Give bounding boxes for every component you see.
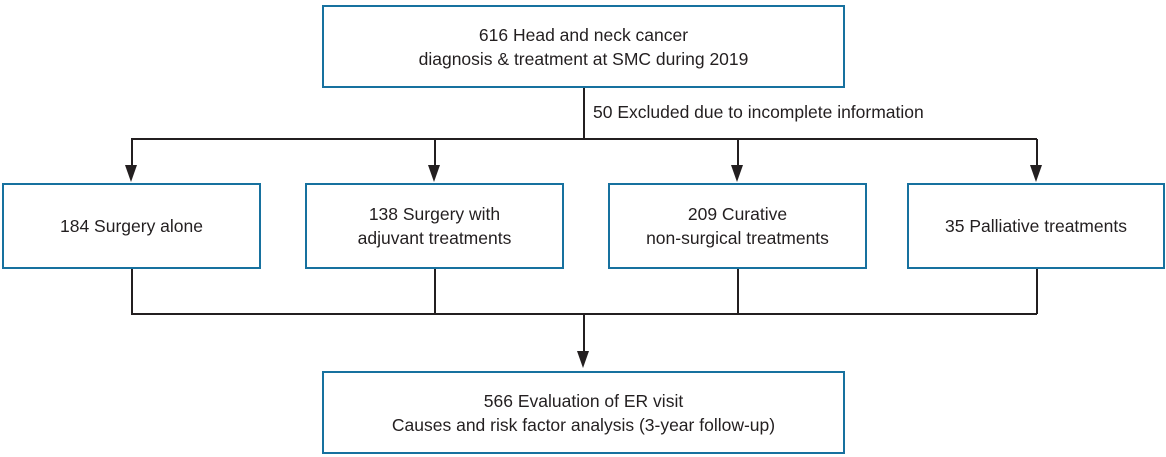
node-source-line2: diagnosis & treatment at SMC during 2019 <box>418 48 749 69</box>
branch2-line1: 138 Surgery with <box>368 204 501 224</box>
arrow-down-icon <box>1030 165 1042 182</box>
connector-distribution-line <box>131 138 1037 140</box>
connector-outcome-down <box>583 314 585 352</box>
connector-branch2-down <box>434 269 436 314</box>
connector-branch1-down <box>131 269 133 314</box>
node-outcome-line2: Causes and risk factor analysis (3-year … <box>391 414 776 435</box>
branch3-line1: 209 Curative <box>687 204 788 224</box>
node-source-line1: 616 Head and neck cancer <box>478 24 689 45</box>
connector-branch2-stub <box>434 139 436 166</box>
node-branch-surgery-alone: 184 Surgery alone <box>2 183 261 269</box>
node-outcome: 566 Evaluation of ER visit Causes and ri… <box>322 371 845 454</box>
connector-branch4-stub <box>1036 139 1038 166</box>
arrow-down-icon <box>731 165 743 182</box>
connector-branch1-stub <box>131 139 133 166</box>
node-branch-surgery-adjuvant: 138 Surgery with adjuvant treatments <box>305 183 564 269</box>
node-branch-curative-nonsurgical: 209 Curative non-surgical treatments <box>608 183 867 269</box>
branch3-line2: non-surgical treatments <box>646 228 829 248</box>
connector-merge-line <box>131 313 1037 315</box>
branch4-line1: 35 Palliative treatments <box>945 216 1127 236</box>
connector-branch3-down <box>737 269 739 314</box>
arrow-down-icon <box>428 165 440 182</box>
node-outcome-line1: 566 Evaluation of ER visit <box>483 390 684 411</box>
node-branch-palliative: 35 Palliative treatments <box>907 183 1165 269</box>
excluded-note: 50 Excluded due to incomplete informatio… <box>593 102 924 122</box>
connector-branch4-down <box>1036 269 1038 314</box>
node-source: 616 Head and neck cancer diagnosis & tre… <box>322 5 845 88</box>
arrow-down-icon <box>577 351 589 368</box>
arrow-down-icon <box>125 165 137 182</box>
branch2-line2: adjuvant treatments <box>357 228 512 248</box>
branch1-line1: 184 Surgery alone <box>59 216 204 236</box>
connector-source-down <box>583 88 585 139</box>
connector-branch3-stub <box>737 139 739 166</box>
